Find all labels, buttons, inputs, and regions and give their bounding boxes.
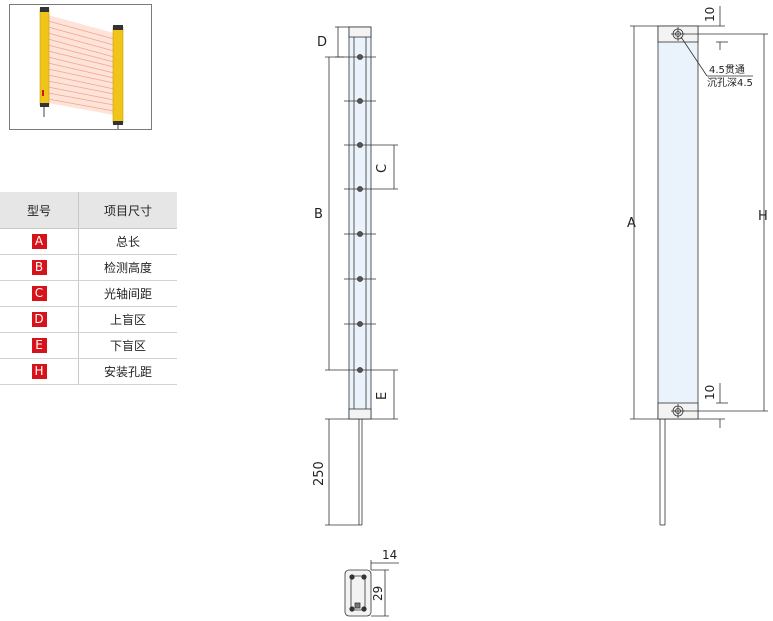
front-view-labels: D B C E 250	[312, 35, 390, 486]
label-d: D	[317, 35, 327, 50]
label-top-offset: 10	[703, 7, 717, 22]
dimension-table: 型号 项目尺寸 A 总长 B 检测高度 C 光轴间距 D 上盲区 E 下盲区 H…	[0, 192, 177, 385]
label-h: H	[758, 209, 768, 224]
item-label: 安装孔距	[78, 358, 177, 385]
optical-axis-marks	[344, 54, 376, 373]
code-badge: C	[31, 286, 47, 301]
section-outline	[344, 569, 372, 617]
code-badge: A	[31, 234, 47, 249]
section-view-labels: 14 29	[371, 548, 397, 601]
light-beams	[47, 15, 115, 115]
item-label: 上盲区	[78, 306, 177, 333]
table-row: A 总长	[0, 228, 177, 255]
side-view	[630, 6, 768, 526]
item-label: 下盲区	[78, 332, 177, 359]
table-row: D 上盲区	[0, 306, 177, 333]
code-badge: B	[31, 260, 47, 275]
code-badge: D	[31, 312, 47, 327]
table-row: C 光轴间距	[0, 280, 177, 307]
table-header-row: 型号 项目尺寸	[0, 192, 177, 229]
label-a: A	[627, 216, 636, 231]
item-label: 光轴间距	[78, 280, 177, 307]
item-label: 总长	[78, 228, 177, 255]
receiver-housing	[112, 25, 124, 129]
header-model: 型号	[0, 192, 79, 229]
section-view	[344, 560, 399, 617]
code-badge: H	[31, 364, 47, 379]
table-row: H 安装孔距	[0, 358, 177, 385]
emitter-housing	[39, 7, 50, 117]
label-c: C	[375, 164, 390, 173]
table-row: B 检测高度	[0, 254, 177, 281]
label-cable-length: 250	[312, 461, 327, 486]
header-item-size: 项目尺寸	[78, 192, 177, 229]
label-height: 29	[371, 586, 385, 601]
side-view-labels: A H 10 10 4.5贯通 沉孔深4.5	[627, 7, 768, 400]
hole-note-line1: 4.5贯通	[709, 64, 745, 76]
light-curtain-illustration	[39, 7, 124, 129]
hole-note-line2: 沉孔深4.5	[707, 76, 753, 89]
table-row: E 下盲区	[0, 332, 177, 359]
front-view	[325, 26, 398, 526]
code-badge: E	[31, 338, 47, 353]
item-label: 检测高度	[78, 254, 177, 281]
label-bottom-offset: 10	[703, 385, 717, 400]
label-width: 14	[382, 548, 397, 562]
front-housing	[348, 26, 372, 420]
side-housing	[657, 25, 699, 420]
label-e: E	[375, 392, 390, 400]
product-photo	[9, 4, 152, 130]
label-b: B	[314, 207, 323, 222]
